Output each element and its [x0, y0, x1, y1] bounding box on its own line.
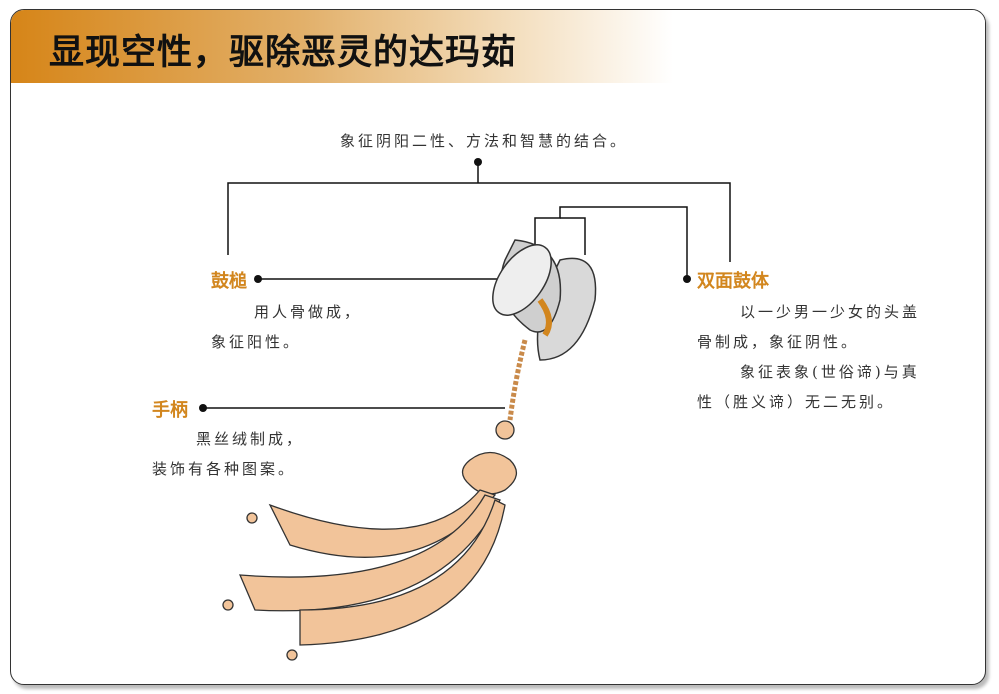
- connector-dot: [254, 275, 262, 283]
- drumstick-desc-line: 象征阳性。: [211, 333, 302, 351]
- title-banner: 显现空性，驱除恶灵的达玛茹: [11, 10, 985, 83]
- drum-body-desc-line: 象征表象(世俗谛)与真: [740, 363, 920, 381]
- drumstick-label: 鼓槌: [211, 271, 247, 292]
- leader-lines: [203, 162, 731, 409]
- handle-label: 手柄: [152, 400, 188, 421]
- handle-tassel: [222, 339, 528, 661]
- drum-body-desc-line: 性（胜义谛）无二无别。: [697, 393, 896, 411]
- drum-body-label: 双面鼓体: [697, 271, 769, 292]
- connector-dot: [199, 404, 207, 412]
- drumstick-desc-line: 用人骨做成，: [254, 303, 363, 321]
- connector-dot: [683, 275, 691, 283]
- page-title: 显现空性，驱除恶灵的达玛茹: [49, 33, 518, 73]
- drum-body-desc-line: 骨制成，象征阴性。: [697, 333, 860, 351]
- top-caption: 象征阴阳二性、方法和智慧的结合。: [340, 132, 629, 150]
- handle-desc-line: 装饰有各种图案。: [152, 460, 297, 478]
- drum-body-desc-line: 以一少男一少女的头盖: [740, 303, 921, 321]
- handle-desc-line: 黑丝绒制成，: [196, 430, 305, 448]
- diagram-card: 显现空性，驱除恶灵的达玛茹: [10, 9, 986, 685]
- drum-body: [492, 239, 597, 361]
- connector-dot: [474, 158, 482, 166]
